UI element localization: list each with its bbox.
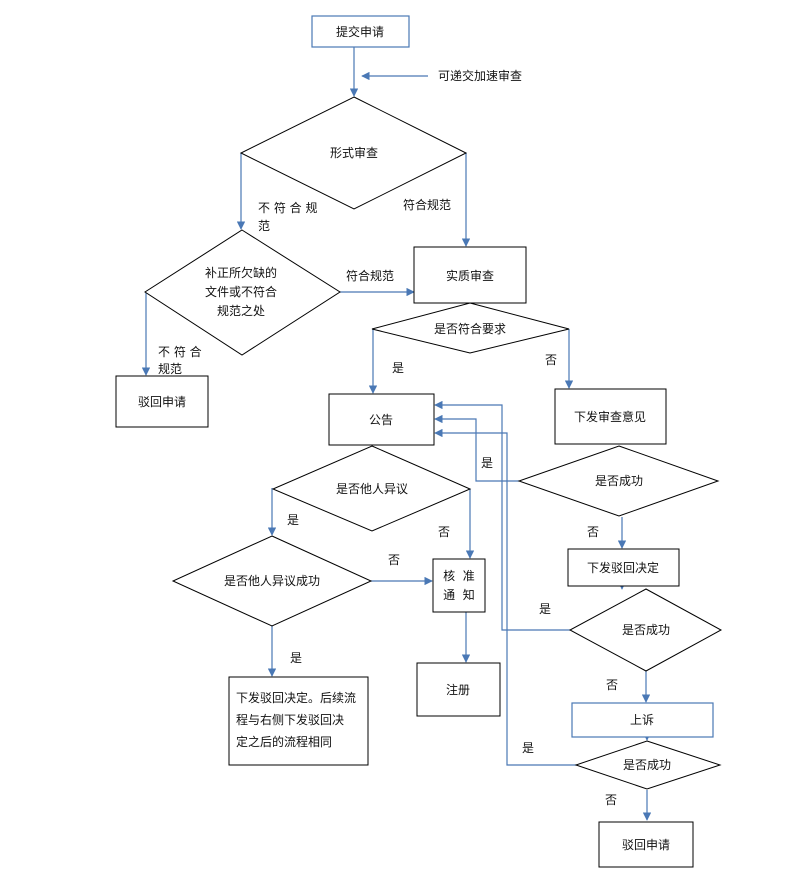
node-success-2: 是否成功 <box>568 588 723 672</box>
success-1-label: 是否成功 <box>595 474 643 488</box>
node-objection: 是否他人异议 <box>271 445 472 532</box>
no-label-2: 否 <box>587 525 599 539</box>
nonconform-label-1a: 不 符 合 规 <box>258 200 317 215</box>
submit-label: 提交申请 <box>336 24 384 39</box>
node-reject-decision-note: 下发驳回决定。后续流 程与右侧下发驳回决 定之后的流程相同 <box>228 676 369 766</box>
reject-2-label: 驳回申请 <box>622 838 670 852</box>
appeal-label: 上诉 <box>630 713 654 727</box>
reject-decision-note-line-3: 定之后的流程相同 <box>236 734 332 749</box>
issue-opinion-label: 下发审查意见 <box>574 409 646 424</box>
node-substantive-review: 实质审查 <box>413 246 527 304</box>
connectors <box>141 47 652 821</box>
yes-label-6: 是 <box>522 741 534 755</box>
node-success-3: 是否成功 <box>574 740 722 790</box>
conform-label-1: 符合规范 <box>403 197 451 212</box>
node-announcement: 公告 <box>328 393 435 446</box>
node-issue-reject-decision: 下发驳回决定 <box>567 548 680 587</box>
node-success-1: 是否成功 <box>517 445 720 517</box>
node-formal-review: 形式审查 <box>239 96 468 210</box>
node-supplement: 补正所欠缺的 文件或不符合 规范之处 <box>144 229 341 356</box>
conform-label-2: 符合规范 <box>346 268 394 283</box>
reject-decision-note-line-2: 程与右侧下发驳回决 <box>236 712 344 727</box>
node-meets-requirements: 是否符合要求 <box>371 302 570 354</box>
node-reject-1: 驳回申请 <box>115 375 209 428</box>
node-approval-notice: 核 准 通 知 <box>432 558 486 613</box>
approval-notice-line-1: 核 准 <box>443 569 475 583</box>
registration-label: 注册 <box>446 682 470 697</box>
node-submit: 提交申请 <box>311 15 410 48</box>
supplement-line-2: 文件或不符合 <box>205 284 277 299</box>
no-label-6: 否 <box>605 793 617 807</box>
yes-label-1: 是 <box>392 361 404 375</box>
no-label-3: 否 <box>438 525 450 539</box>
node-registration: 注册 <box>416 662 501 717</box>
nonconform-label-2a: 不 符 合 <box>158 344 202 359</box>
formal-review-label: 形式审查 <box>330 145 378 160</box>
meets-requirements-label: 是否符合要求 <box>434 321 506 336</box>
issue-reject-decision-label: 下发驳回决定 <box>587 560 659 575</box>
objection-success-label: 是否他人异议成功 <box>224 574 320 588</box>
expedite-note: 可递交加速审查 <box>438 68 522 83</box>
announcement-label: 公告 <box>369 413 393 427</box>
nonconform-label-1b: 范 <box>258 219 270 233</box>
node-appeal: 上诉 <box>571 702 714 738</box>
yes-label-3: 是 <box>287 513 299 527</box>
node-reject-2: 驳回申请 <box>598 821 694 868</box>
node-objection-success: 是否他人异议成功 <box>171 535 373 627</box>
node-issue-opinion: 下发审查意见 <box>554 388 667 445</box>
nonconform-label-2b: 规范 <box>158 361 182 376</box>
reject-1-label: 驳回申请 <box>138 395 186 409</box>
approval-notice-line-2: 通 知 <box>443 588 475 602</box>
reject-decision-note-line-1: 下发驳回决定。后续流 <box>236 690 356 705</box>
arrow-success2-yes <box>434 400 570 631</box>
success-2-label: 是否成功 <box>622 623 670 637</box>
yes-label-4: 是 <box>290 651 302 665</box>
arrow-success3-yes <box>434 428 577 766</box>
substantive-review-label: 实质审查 <box>446 268 494 283</box>
arrow-success1-yes <box>434 414 519 482</box>
yes-label-2: 是 <box>481 456 493 470</box>
no-label-4: 否 <box>388 553 400 567</box>
no-label-5: 否 <box>606 678 618 692</box>
yes-label-5: 是 <box>539 602 551 616</box>
objection-label: 是否他人异议 <box>336 482 408 496</box>
supplement-line-3: 规范之处 <box>217 303 265 318</box>
supplement-line-1: 补正所欠缺的 <box>205 265 277 280</box>
no-label-1: 否 <box>545 353 557 367</box>
success-3-label: 是否成功 <box>623 758 671 772</box>
